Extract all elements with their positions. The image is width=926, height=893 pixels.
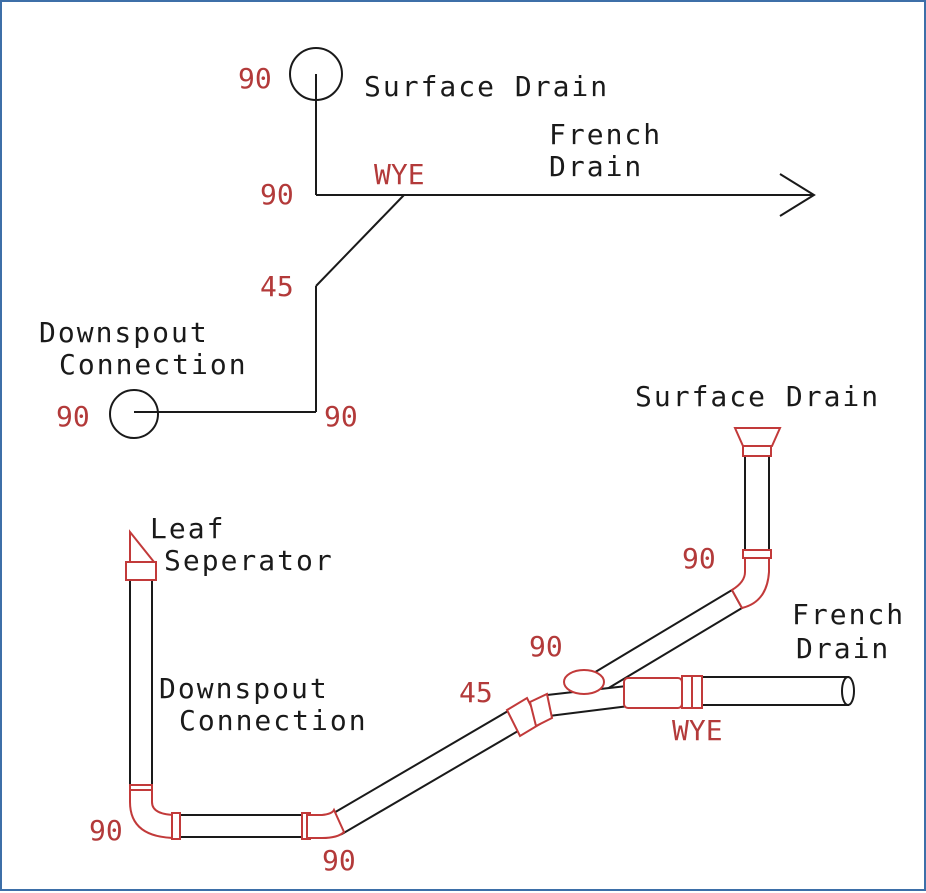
iso-forty-five-label: 45 <box>459 676 493 709</box>
left-elbow-angle-label: 90 <box>89 814 123 847</box>
iso-downspout-label-line2: Connection <box>179 704 368 737</box>
downspout-label-line1: Downspout <box>39 316 209 349</box>
bottom-pipe-coupling-left <box>171 812 181 840</box>
french-drain-label-line1: French <box>549 118 663 151</box>
french-drain-arrow <box>779 173 816 217</box>
iso-wye-label: WYE <box>672 714 723 747</box>
iso-surface-drain-label: Surface Drain <box>635 380 881 413</box>
mid-elbow <box>563 669 605 695</box>
downspout-angle-label: 90 <box>56 400 90 433</box>
surface-drain-label: Surface Drain <box>364 70 610 103</box>
upper-elbow-band <box>742 549 772 559</box>
surface-drain-vertical-pipe <box>744 453 770 555</box>
leaf-separator-cap <box>125 561 157 581</box>
leaf-separator-label-line1: Leaf <box>150 512 226 545</box>
iso-french-drain-label-line2: Drain <box>796 632 891 665</box>
isometric-fittings <box>125 427 782 840</box>
wye-body <box>623 677 683 709</box>
bottom-elbow <box>306 807 346 839</box>
french-drain-label-line2: Drain <box>549 150 644 183</box>
bottom-horizontal-pipe <box>176 814 308 838</box>
downspout-label-line2: Connection <box>59 348 248 381</box>
left-elbow <box>129 784 178 840</box>
corner-angle-label: 90 <box>324 400 358 433</box>
french-drain-pipe-body <box>699 676 849 706</box>
surface-drain-angle-label: 90 <box>238 62 272 95</box>
wye-label: WYE <box>374 158 425 191</box>
forty-five-fitting <box>528 692 554 728</box>
upper-elbow <box>730 553 770 610</box>
forty-five-label: 45 <box>260 270 294 303</box>
surface-drain-collar <box>742 445 772 457</box>
mid-elbow-angle-label: 90 <box>529 630 563 663</box>
iso-french-drain-label-line1: French <box>792 598 906 631</box>
french-drain-end <box>841 676 855 706</box>
isometric-pipes <box>129 453 855 838</box>
bottom-elbow-angle-label: 90 <box>322 844 356 877</box>
leaf-separator-label-line2: Seperator <box>164 544 334 577</box>
junction-angle-label: 90 <box>260 178 294 211</box>
wye-branch <box>315 194 405 287</box>
schematic-lines <box>109 47 816 439</box>
downspout-vertical-pipe <box>129 579 153 786</box>
surface-drain-grate <box>733 427 782 447</box>
upper-elbow-angle-label: 90 <box>682 542 716 575</box>
downspout-symbol <box>109 389 159 439</box>
iso-downspout-label-line1: Downspout <box>159 672 329 705</box>
